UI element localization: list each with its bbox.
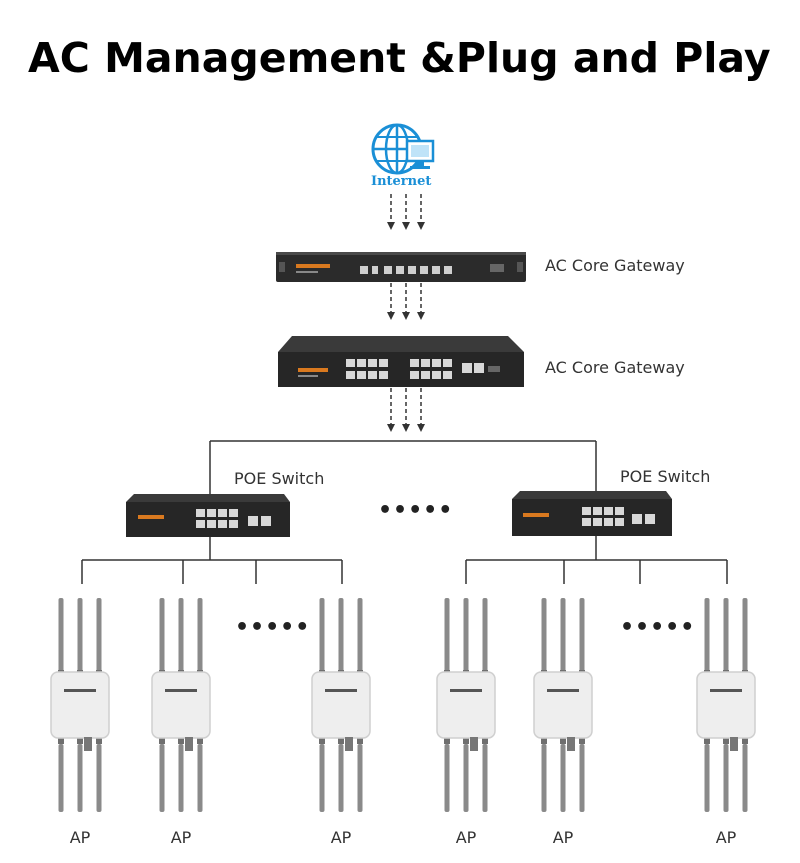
gateway-label-1: AC Core Gateway bbox=[545, 256, 685, 275]
access-point bbox=[696, 598, 756, 812]
access-point bbox=[436, 598, 496, 812]
ap-branch-lines bbox=[81, 536, 728, 584]
access-point bbox=[311, 598, 371, 812]
computer-monitor-icon bbox=[405, 139, 435, 169]
poe-switch-label-right: POE Switch bbox=[620, 467, 711, 486]
uplink-arrows-middle bbox=[387, 283, 425, 320]
ap-label: AP bbox=[715, 828, 737, 847]
ap-label: AP bbox=[170, 828, 192, 847]
core-switch-device bbox=[278, 336, 524, 387]
poe-switch-right bbox=[512, 491, 672, 536]
poe-switch-label-left: POE Switch bbox=[234, 469, 325, 488]
ap-label: AP bbox=[69, 828, 91, 847]
poe-switch-left bbox=[126, 494, 290, 537]
ap-label: AP bbox=[330, 828, 352, 847]
ellipsis-aps-right: ••••• bbox=[620, 615, 696, 640]
page-title: AC Management &Plug and Play bbox=[28, 34, 771, 82]
gateway-label-2: AC Core Gateway bbox=[545, 358, 685, 377]
ap-label: AP bbox=[552, 828, 574, 847]
distribution-lines bbox=[209, 440, 597, 494]
downlink-arrows bbox=[387, 388, 425, 432]
ellipsis-aps-left: ••••• bbox=[235, 615, 311, 640]
rack-gateway-device bbox=[276, 252, 526, 282]
access-point bbox=[151, 598, 211, 812]
access-point bbox=[533, 598, 593, 812]
access-points bbox=[50, 598, 756, 812]
access-point bbox=[50, 598, 110, 812]
ap-label: AP bbox=[455, 828, 477, 847]
internet-label: Internet bbox=[371, 174, 432, 189]
ellipsis-switches: ••••• bbox=[378, 498, 454, 523]
uplink-arrows-top bbox=[387, 194, 425, 230]
